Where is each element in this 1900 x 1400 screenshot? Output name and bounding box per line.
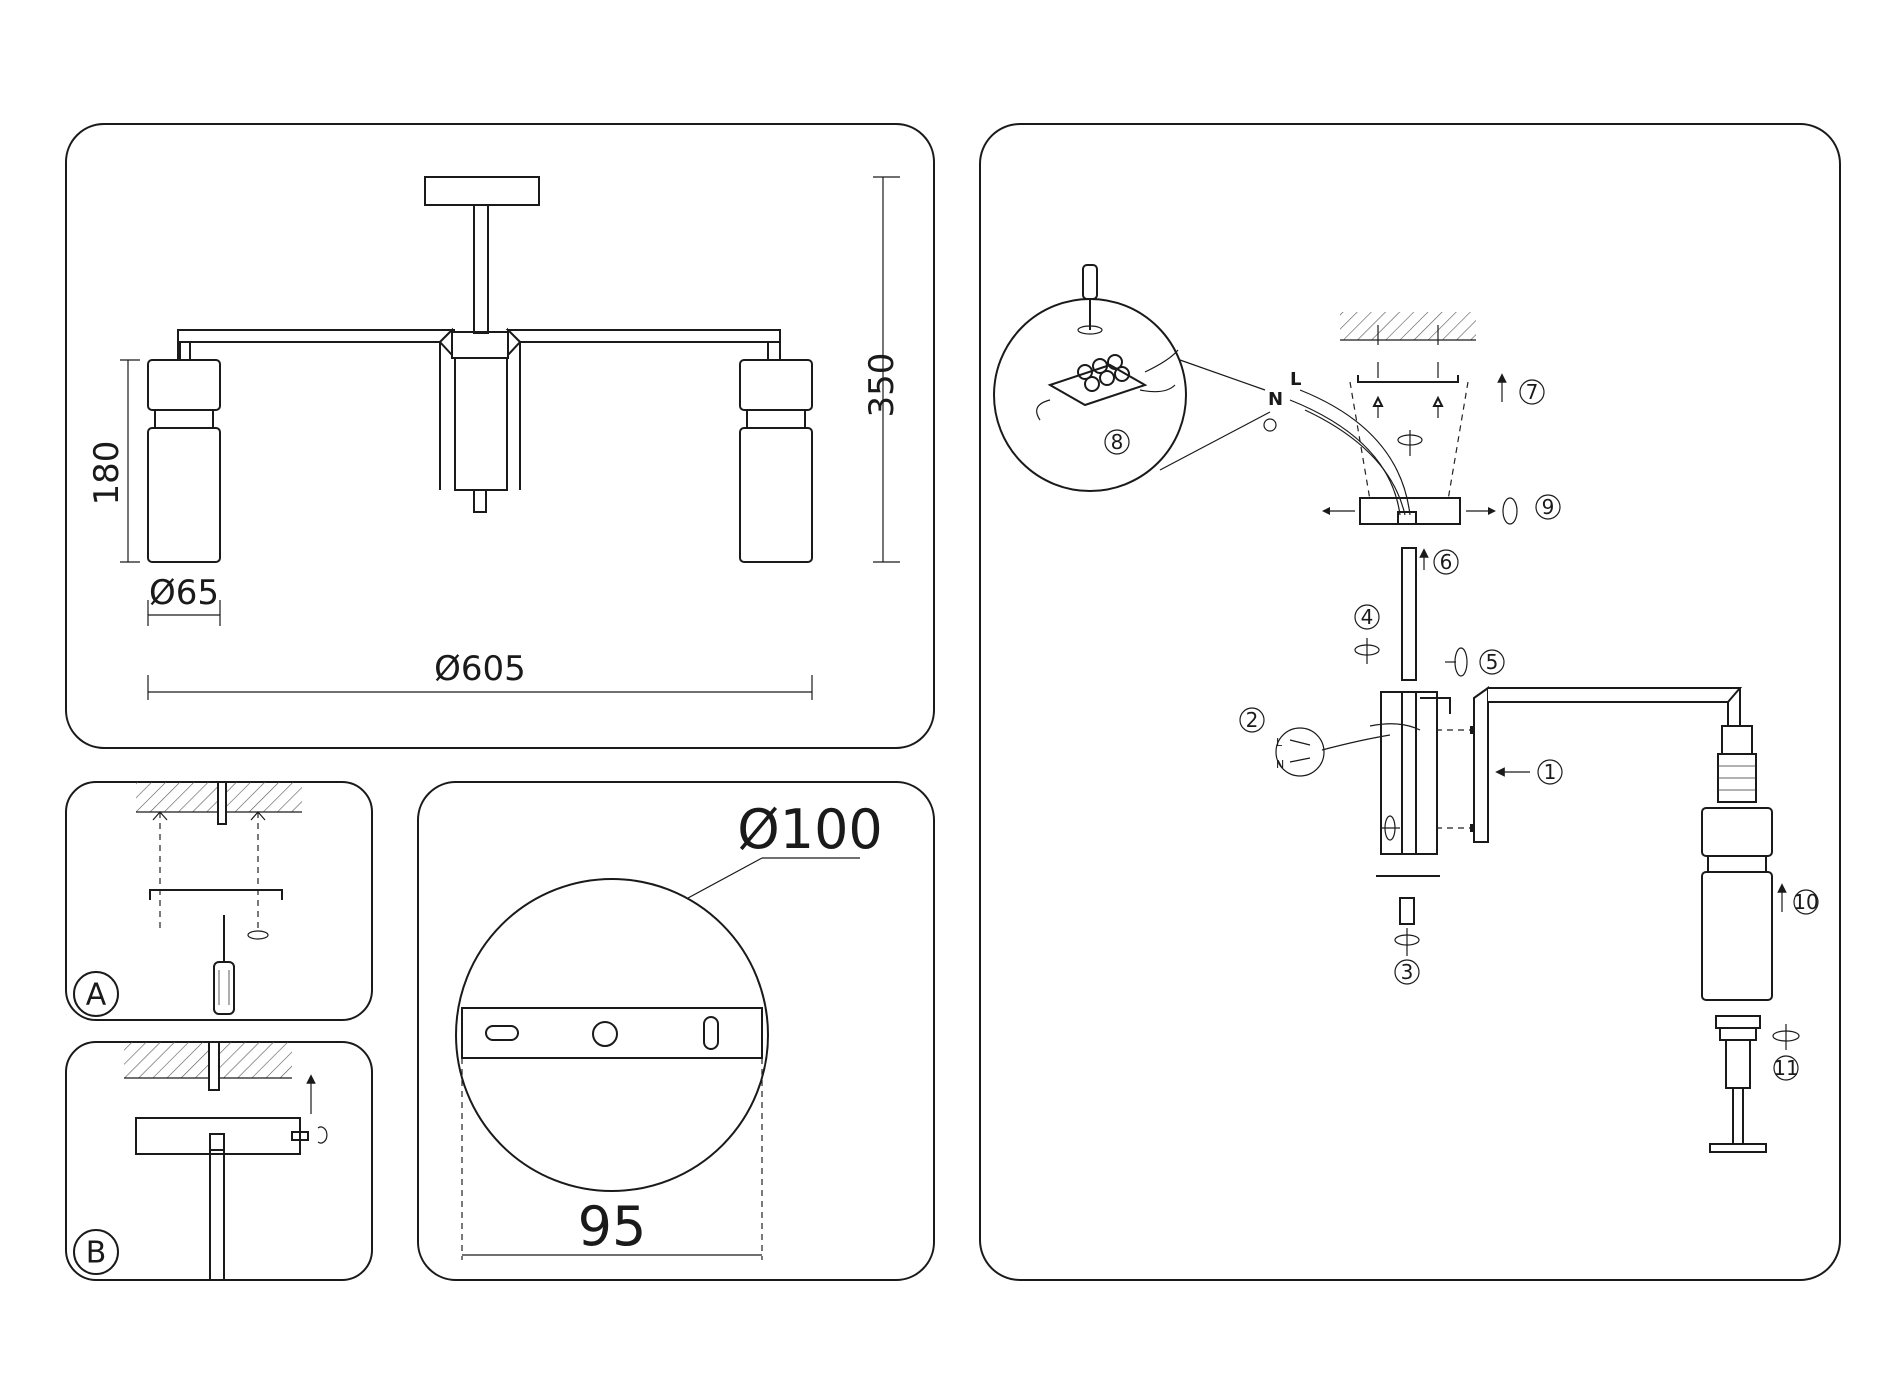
rod [473,204,489,334]
left-shade [147,359,221,563]
wire-l-label: L [1290,369,1301,390]
dim-o100: Ø100 [737,798,883,861]
dim-350: 350 [862,353,902,418]
canopy-panel: 95 Ø100 [417,781,935,1281]
rod-assembly [1401,547,1417,681]
panel-a-label: A [86,978,107,1013]
small-l-label: L [1276,736,1283,749]
ceiling-bracket [1357,375,1459,383]
panel-a: A [65,781,373,1021]
assembly-panel: 8 N L 9 [979,123,1841,1281]
panel-b: B [65,1041,373,1281]
step-2-label: 2 [1246,708,1259,732]
step-8-label: 8 [1111,430,1124,454]
step-7-label: 7 [1526,380,1539,404]
socket [1721,725,1753,755]
terminal-block [1036,349,1179,421]
rod-b [209,1149,225,1281]
left-arm [177,329,455,343]
cap [1399,897,1415,925]
dim-95: 95 [578,1195,647,1258]
mounting-bracket-a [149,889,283,900]
set-screw [291,1131,309,1141]
step-9-label: 9 [1542,495,1555,519]
dim-o605: Ø605 [434,649,526,689]
step-10-label: 10 [1793,890,1818,914]
step-4-label: 4 [1361,605,1374,629]
arm-horizontal [1488,687,1743,703]
step-1-label: 1 [1544,760,1557,784]
dimensions-panel: 350 180 Ø65 Ø605 [65,123,935,749]
retaining-ring [1715,1015,1761,1029]
arm-vertical [1473,686,1489,843]
canopy-circle [455,878,769,1192]
rotate-icon [247,930,269,940]
screwdriver-icon [213,915,235,1015]
ground-icon [1263,418,1277,432]
right-shade [739,359,813,563]
small-n-label: N [1276,758,1284,771]
panel-b-label: B [86,1236,107,1271]
step-5-label: 5 [1486,650,1499,674]
canopy [424,176,540,206]
shade-assembly [1701,807,1773,1001]
step-11-label: 11 [1773,1056,1798,1080]
center-body [454,357,508,491]
dim-180: 180 [87,441,127,506]
step-3-label: 3 [1401,960,1414,984]
center-body-assembly [1380,691,1438,855]
wire-n-label: N [1268,389,1283,410]
step-6-label: 6 [1440,550,1453,574]
screwdriver-icon [1077,264,1103,335]
canopy-b [135,1117,301,1155]
dim-o65: Ø65 [149,573,219,613]
right-arm [505,329,781,343]
